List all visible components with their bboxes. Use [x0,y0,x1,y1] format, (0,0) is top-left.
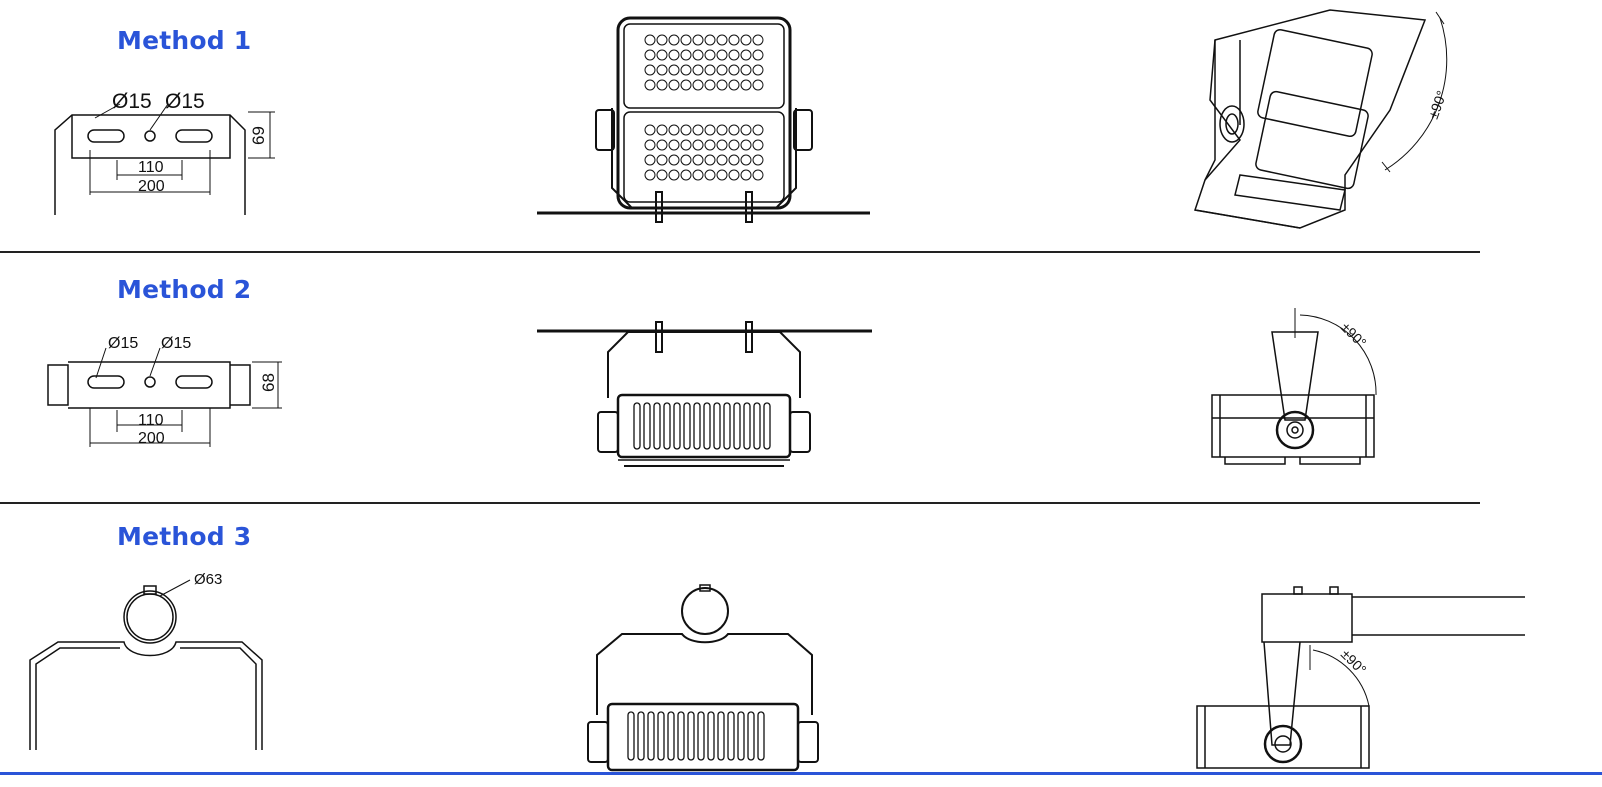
method-3-title: Method 3 [117,522,252,551]
m3-tube-label: Ø63 [194,571,222,588]
m2-hole-b-label: Ø15 [161,335,191,352]
m2-hole-a-label: Ø15 [108,335,138,352]
row-separator-2 [0,502,1480,504]
m2-dim-inner: 110 [138,412,164,429]
m1-dim-inner: 110 [138,159,164,176]
method-3-front-view [587,584,819,772]
m1-dim-outer: 200 [138,178,165,195]
method-1-bracket-drawing [54,103,275,215]
m2-dim-outer: 200 [138,430,165,447]
row-separator-1 [0,251,1480,253]
m1-height-label: 69 [249,126,268,145]
page-bottom-rule [0,772,1602,775]
method-2-title: Method 2 [117,275,252,304]
method-3-side-view [1196,586,1525,769]
m1-hole-b-label: Ø15 [165,90,205,113]
method-1-front-view [537,16,870,223]
method-2-front-view [537,321,872,467]
m1-angle-label: ±90° [1425,88,1450,121]
method-3-bracket-drawing [29,579,263,750]
m1-hole-a-label: Ø15 [112,90,152,113]
method-2-side-view [1211,308,1377,465]
m2-angle-label: ±90° [1338,319,1370,351]
m2-height-label: 68 [259,373,278,392]
m3-angle-label: ±90° [1338,646,1370,678]
method-1-perspective-view [1194,9,1448,229]
method-1-title: Method 1 [117,26,252,55]
method-2-bracket-drawing [47,347,282,447]
